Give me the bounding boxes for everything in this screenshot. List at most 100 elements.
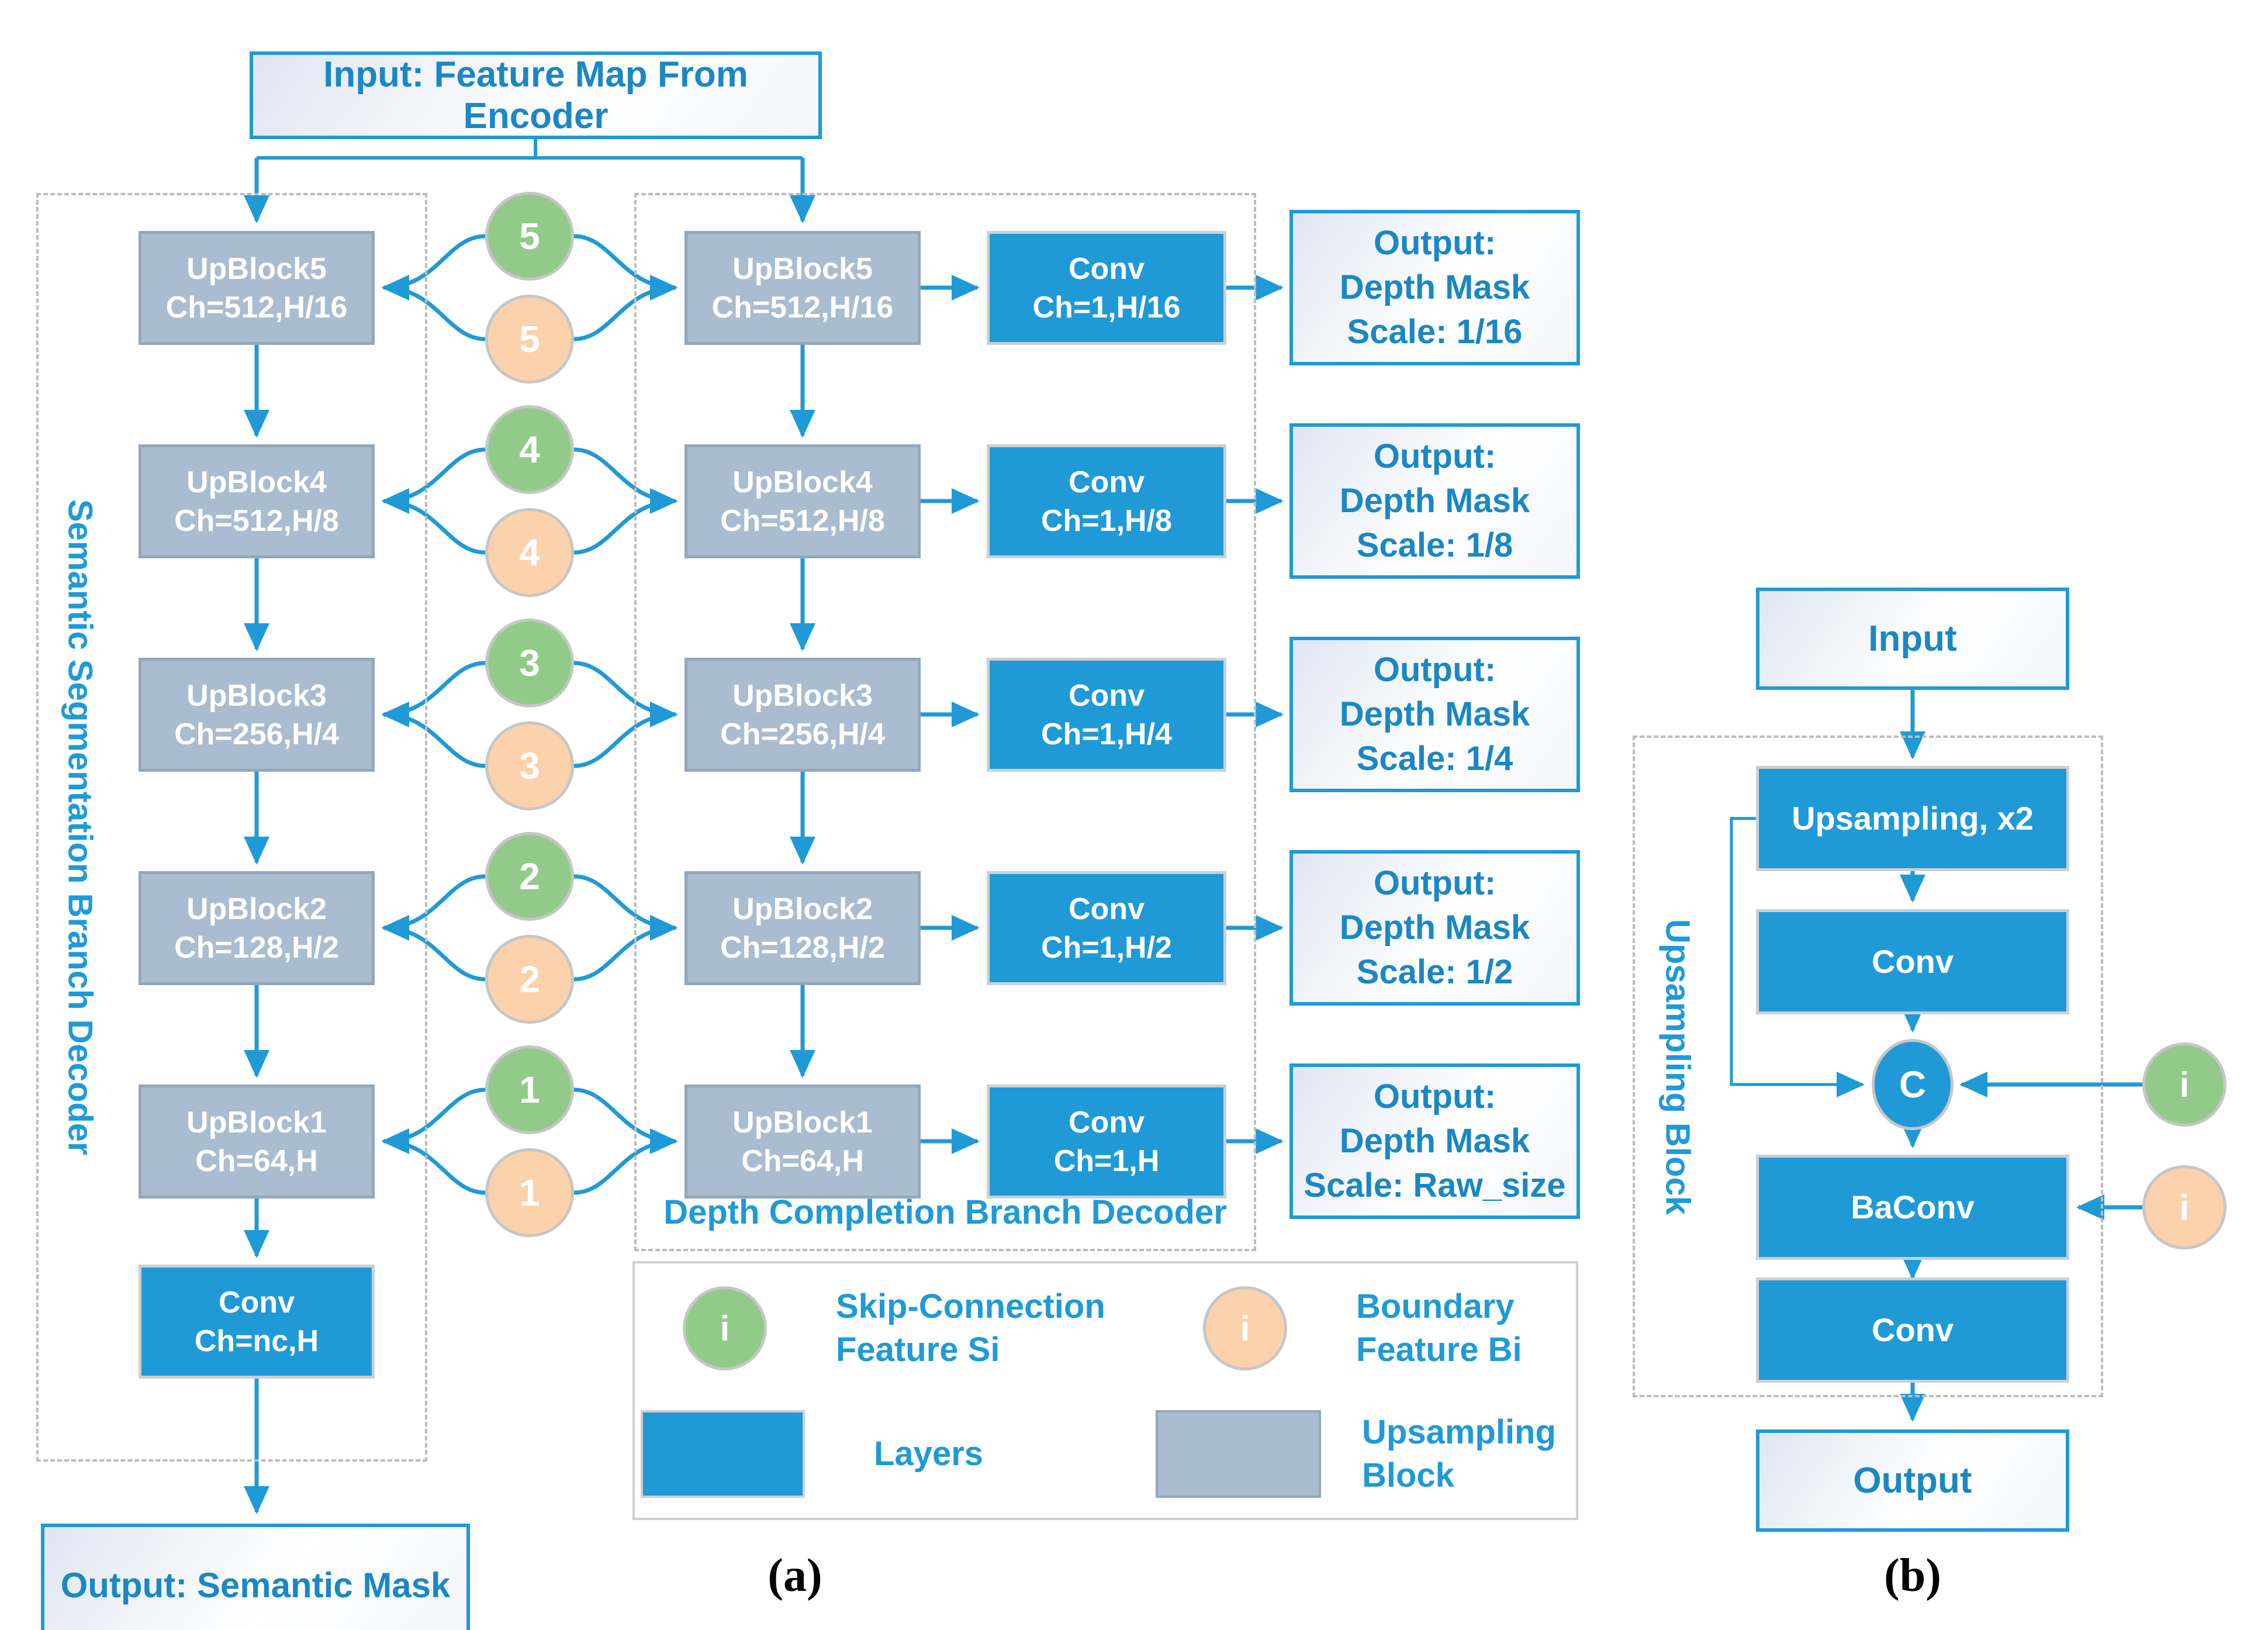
block-name: Conv bbox=[1069, 465, 1145, 499]
depth-conv-1: Conv Ch=1,H bbox=[987, 1085, 1226, 1199]
block-spec: Ch=64,H bbox=[195, 1144, 318, 1178]
legend-boundary-symbol: i bbox=[1240, 1308, 1250, 1348]
boundary-feature-circle: i bbox=[2142, 1165, 2226, 1249]
legend-line: Boundary bbox=[1356, 1287, 1515, 1325]
upblock-semantic-2: UpBlock2 Ch=128,H/2 bbox=[139, 871, 375, 985]
block-spec: Ch=1,H/4 bbox=[1041, 717, 1172, 751]
skip-id: 2 bbox=[519, 855, 540, 897]
semantic-final-conv: Conv Ch=nc,H bbox=[139, 1265, 375, 1379]
legend-line: Layers bbox=[874, 1435, 984, 1473]
block-name: UpBlock4 bbox=[732, 465, 873, 499]
output-line: Output: bbox=[1373, 651, 1496, 689]
upblock-semantic-5: UpBlock5 Ch=512,H/16 bbox=[139, 231, 375, 345]
block-name: UpBlock3 bbox=[732, 678, 873, 713]
depth-output-5: Output: Depth Mask Scale: 1/16 bbox=[1289, 210, 1580, 365]
boundary-id: 5 bbox=[519, 318, 540, 360]
block-name: Upsampling, x2 bbox=[1792, 800, 2034, 837]
depth-output-4: Output: Depth Mask Scale: 1/8 bbox=[1289, 423, 1580, 579]
legend-layers-label: Layers bbox=[874, 1410, 983, 1498]
legend-line: Feature Si bbox=[836, 1331, 1000, 1369]
output-line: Output: bbox=[1373, 864, 1496, 902]
block-name: UpBlock1 bbox=[732, 1105, 873, 1139]
upsampling-block-title: Upsampling Block bbox=[1658, 919, 1697, 1215]
upsampling-output-box: Output bbox=[1756, 1429, 2069, 1532]
depth-conv-3: Conv Ch=1,H/4 bbox=[987, 658, 1226, 772]
upblock-depth-5: UpBlock5 Ch=512,H/16 bbox=[684, 231, 921, 345]
block-spec: Ch=256,H/4 bbox=[174, 717, 339, 751]
block-name: UpBlock5 bbox=[186, 251, 327, 286]
output-line: Depth Mask bbox=[1339, 268, 1530, 306]
concat-label: C bbox=[1899, 1063, 1927, 1106]
legend-layers-swatch bbox=[641, 1410, 805, 1498]
output-line: Scale: Raw_size bbox=[1304, 1166, 1566, 1204]
block-name: UpBlock2 bbox=[186, 892, 327, 926]
skip-circle-1: 1 bbox=[485, 1045, 574, 1134]
legend-upsampling-swatch bbox=[1156, 1410, 1321, 1498]
block-spec: Ch=512,H/8 bbox=[174, 503, 339, 538]
conv-block-1: Conv bbox=[1756, 909, 2069, 1014]
upblock-semantic-4: UpBlock4 Ch=512,H/8 bbox=[139, 444, 375, 558]
baconv-block: BaConv bbox=[1756, 1155, 2069, 1260]
upsampling-x2-block: Upsampling, x2 bbox=[1756, 766, 2069, 871]
depth-output-3: Output: Depth Mask Scale: 1/4 bbox=[1289, 637, 1580, 792]
block-spec: Ch=512,H/16 bbox=[711, 290, 894, 324]
block-spec: Ch=64,H bbox=[741, 1144, 864, 1178]
output-line: Depth Mask bbox=[1339, 909, 1530, 947]
skip-id: 5 bbox=[519, 215, 540, 257]
depth-conv-2: Conv Ch=1,H/2 bbox=[987, 871, 1226, 985]
block-spec: Ch=512,H/16 bbox=[165, 290, 348, 324]
encoder-input-box: Input: Feature Map From Encoder bbox=[250, 51, 822, 139]
upblock-semantic-3: UpBlock3 Ch=256,H/4 bbox=[139, 658, 375, 772]
block-spec: Ch=256,H/4 bbox=[720, 717, 885, 751]
output-line: Depth Mask bbox=[1339, 695, 1530, 733]
encoder-input-label: Input: Feature Map From Encoder bbox=[323, 54, 748, 136]
upsampling-output-label: Output bbox=[1853, 1460, 1972, 1501]
upblock-semantic-1: UpBlock1 Ch=64,H bbox=[139, 1085, 375, 1199]
block-name: BaConv bbox=[1851, 1189, 1975, 1225]
upblock-depth-1: UpBlock1 Ch=64,H bbox=[684, 1085, 921, 1199]
semantic-branch-container bbox=[36, 193, 427, 1462]
legend-line: Upsampling bbox=[1362, 1413, 1556, 1451]
block-spec: Ch=512,H/8 bbox=[720, 503, 885, 538]
output-line: Output: bbox=[1373, 1078, 1496, 1116]
boundary-id: 3 bbox=[519, 745, 540, 787]
block-name: UpBlock4 bbox=[186, 465, 327, 499]
upblock-depth-3: UpBlock3 Ch=256,H/4 bbox=[684, 658, 921, 772]
block-name: UpBlock3 bbox=[186, 678, 327, 713]
boundary-id: 2 bbox=[519, 958, 540, 1000]
legend-line: Skip-Connection bbox=[836, 1287, 1105, 1325]
block-spec: Ch=1,H bbox=[1053, 1144, 1160, 1178]
depth-branch-container bbox=[634, 193, 1256, 1251]
boundary-circle-3: 3 bbox=[485, 721, 574, 810]
skip-feature-circle: i bbox=[2142, 1042, 2226, 1127]
skip-id: 4 bbox=[519, 429, 540, 471]
block-spec: Ch=nc,H bbox=[194, 1324, 319, 1358]
skip-circle-5: 5 bbox=[485, 192, 574, 281]
semantic-branch-title: Semantic Segmentation Branch Decoder bbox=[61, 499, 99, 1155]
conv-block-2: Conv bbox=[1756, 1277, 2069, 1383]
output-line: Output: bbox=[1373, 437, 1496, 475]
output-line: Depth Mask bbox=[1339, 482, 1530, 520]
skip-circle-4: 4 bbox=[485, 405, 574, 494]
depth-output-1: Output: Depth Mask Scale: Raw_size bbox=[1289, 1063, 1580, 1219]
block-name: Conv bbox=[219, 1285, 295, 1320]
output-line: Scale: 1/4 bbox=[1356, 740, 1513, 778]
output-line: Depth Mask bbox=[1339, 1122, 1530, 1160]
upsampling-block-container bbox=[1633, 735, 2103, 1397]
skip-symbol: i bbox=[2179, 1065, 2190, 1104]
boundary-id: 1 bbox=[519, 1172, 540, 1214]
boundary-circle-4: 4 bbox=[485, 508, 574, 597]
block-name: Conv bbox=[1069, 1105, 1145, 1139]
legend-upsampling-label: Upsampling Block bbox=[1362, 1403, 1556, 1505]
semantic-output-label: Output: Semantic Mask bbox=[60, 1565, 451, 1605]
block-name: Conv bbox=[1069, 251, 1145, 286]
block-name: UpBlock1 bbox=[186, 1105, 327, 1139]
skip-id: 1 bbox=[519, 1069, 540, 1111]
depth-conv-5: Conv Ch=1,H/16 bbox=[987, 231, 1226, 345]
upsampling-input-box: Input bbox=[1756, 588, 2069, 690]
boundary-circle-5: 5 bbox=[485, 295, 574, 384]
semantic-output-box: Output: Semantic Mask bbox=[41, 1524, 470, 1630]
output-line: Scale: 1/2 bbox=[1356, 953, 1513, 991]
skip-circle-2: 2 bbox=[485, 832, 574, 921]
